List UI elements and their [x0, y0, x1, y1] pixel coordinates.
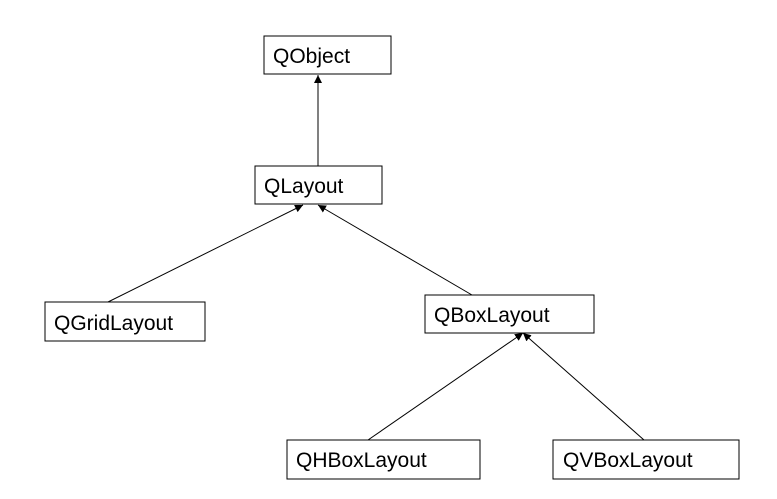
node-qobject: QObject: [263, 35, 392, 75]
node-label-qlayout: QLayout: [264, 175, 344, 198]
edge-qhboxlayout-to-qboxlayout: [367, 332, 524, 441]
edge-qvboxlayout-to-qboxlayout: [522, 332, 645, 441]
edges: [107, 75, 645, 441]
node-qboxlayout: QBoxLayout: [424, 294, 595, 334]
node-qlayout: QLayout: [254, 165, 383, 205]
node-label-qobject: QObject: [273, 45, 350, 68]
node-label-qgridlayout: QGridLayout: [54, 312, 173, 335]
node-qhboxlayout: QHBoxLayout: [286, 439, 481, 480]
edge-qgridlayout-to-qlayout: [107, 204, 304, 303]
node-label-qvboxlayout: QVBoxLayout: [563, 449, 693, 472]
node-qvboxlayout: QVBoxLayout: [552, 439, 740, 480]
node-label-qboxlayout: QBoxLayout: [434, 304, 550, 327]
node-label-qhboxlayout: QHBoxLayout: [296, 449, 427, 472]
edge-qboxlayout-to-qlayout: [317, 204, 473, 296]
node-qgridlayout: QGridLayout: [44, 301, 206, 342]
